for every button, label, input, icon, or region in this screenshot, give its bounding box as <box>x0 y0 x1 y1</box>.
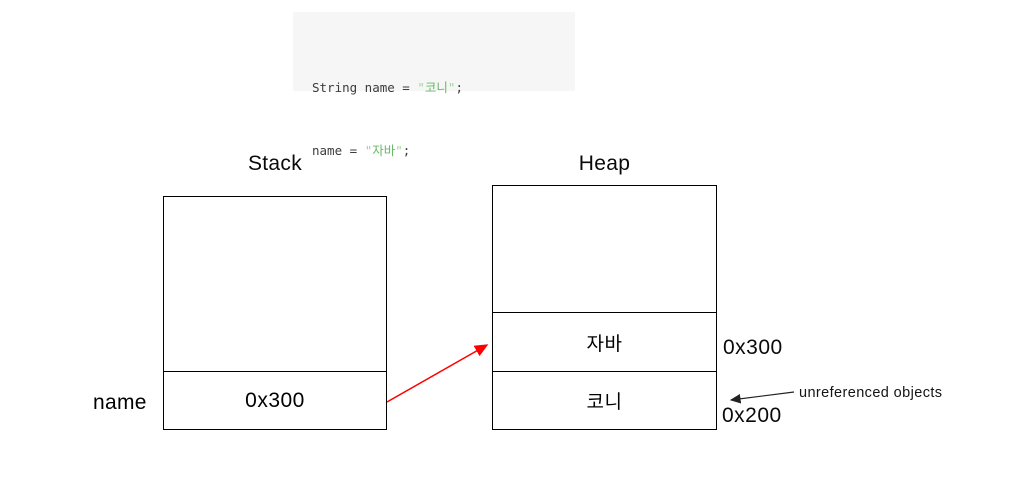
heap-cell-jaba: 자바 <box>493 312 716 371</box>
code-line-1-open-quote: " <box>417 80 425 95</box>
code-line-1: String name = "코니"; <box>312 77 575 98</box>
code-line-2-open-quote: " <box>364 143 373 158</box>
code-snippet: String name = "코니"; name = "자바"; <box>293 12 575 158</box>
stack-box: 0x300 <box>163 196 387 430</box>
code-line-2-text: name = <box>312 143 365 158</box>
stack-cell-name: 0x300 <box>164 371 386 429</box>
stack-title: Stack <box>247 152 303 175</box>
heap-address-0x200: 0x200 <box>722 404 782 427</box>
stack-variable-label: name <box>93 391 147 414</box>
heap-address-0x300: 0x300 <box>723 336 783 359</box>
heap-free-space <box>493 186 716 312</box>
heap-title: Heap <box>578 152 631 175</box>
heap-box: 자바 코니 <box>492 185 717 430</box>
heap-cell-koni: 코니 <box>493 371 716 429</box>
code-line-1-text: String name = <box>312 80 418 95</box>
code-line-2: name = "자바"; <box>312 140 575 161</box>
code-line-1-string-literal: 코니 <box>424 80 448 95</box>
unreferenced-arrow <box>729 391 795 404</box>
stack-free-space <box>164 197 386 371</box>
heap-cell-koni-value: 코니 <box>586 392 623 413</box>
code-line-2-semicolon: ; <box>402 143 411 158</box>
stack-cell-value: 0x300 <box>245 388 305 412</box>
reference-arrow <box>386 344 489 403</box>
code-line-2-string-literal: 자바 <box>372 143 396 158</box>
code-line-2-close-quote: " <box>395 143 403 158</box>
code-line-1-close-quote: " <box>447 80 456 95</box>
heap-cell-jaba-value: 자바 <box>586 333 623 355</box>
unreferenced-objects-label: unreferenced objects <box>799 385 943 401</box>
code-line-1-semicolon: ; <box>455 80 463 95</box>
